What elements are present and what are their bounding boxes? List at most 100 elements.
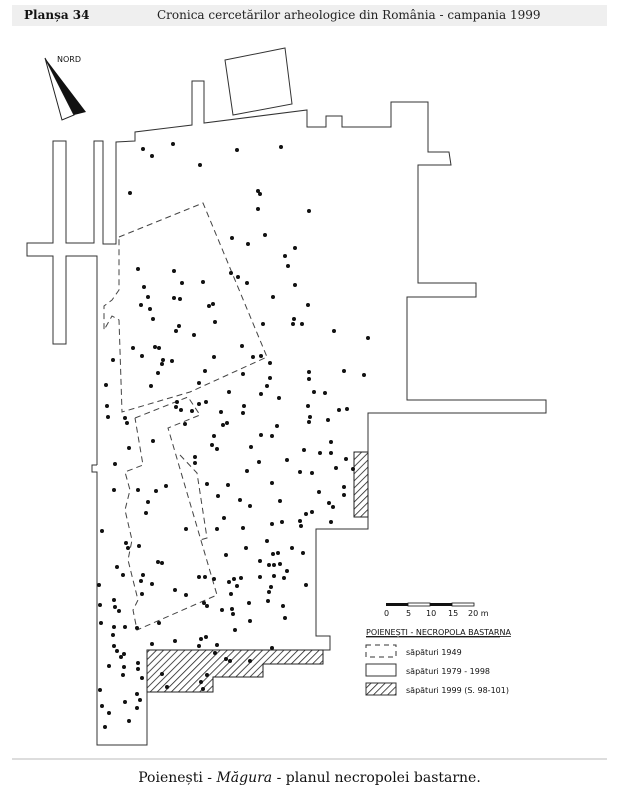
grave-marker — [263, 233, 267, 237]
grave-marker — [256, 189, 260, 193]
grave-marker — [203, 369, 207, 373]
grave-marker — [225, 421, 229, 425]
grave-marker — [151, 439, 155, 443]
grave-marker — [111, 633, 115, 637]
grave-marker — [267, 590, 271, 594]
grave-marker — [201, 280, 205, 284]
grave-marker — [160, 561, 164, 565]
grave-marker — [247, 601, 251, 605]
grave-marker — [267, 563, 271, 567]
grave-marker — [174, 329, 178, 333]
grave-marker — [366, 336, 370, 340]
grave-marker — [318, 451, 322, 455]
grave-marker — [161, 358, 165, 362]
grave-marker — [141, 147, 145, 151]
grave-marker — [332, 329, 336, 333]
grave-marker — [246, 242, 250, 246]
grave-marker — [229, 592, 233, 596]
grave-marker — [265, 539, 269, 543]
grave-marker — [293, 283, 297, 287]
grave-marker — [157, 346, 161, 350]
caption-text: - planul necropolei bastarne. — [272, 770, 481, 786]
grave-marker — [272, 563, 276, 567]
grave-marker — [270, 434, 274, 438]
grave-marker — [291, 322, 295, 326]
grave-marker — [136, 667, 140, 671]
grave-marker — [174, 405, 178, 409]
grave-marker — [160, 672, 164, 676]
grave-marker — [140, 676, 144, 680]
grave-marker — [100, 704, 104, 708]
grave-marker — [285, 569, 289, 573]
grave-marker — [233, 628, 237, 632]
grave-marker — [121, 573, 125, 577]
grave-marker — [215, 527, 219, 531]
grave-marker — [299, 524, 303, 528]
grave-marker — [119, 655, 123, 659]
grave-marker — [136, 661, 140, 665]
excavation-1979-1998-outline — [26, 80, 547, 651]
grave-marker — [258, 559, 262, 563]
grave-marker — [304, 512, 308, 516]
grave-marker — [115, 649, 119, 653]
grave-marker — [270, 481, 274, 485]
grave-marker — [344, 457, 348, 461]
grave-marker — [104, 383, 108, 387]
caption-text: Poienești - — [138, 770, 217, 786]
grave-marker — [251, 355, 255, 359]
grave-marker — [127, 446, 131, 450]
grave-marker — [266, 599, 270, 603]
grave-marker — [235, 584, 239, 588]
grave-marker — [307, 420, 311, 424]
grave-marker — [154, 489, 158, 493]
grave-marker — [337, 408, 341, 412]
grave-marker — [153, 345, 157, 349]
grave-marker — [121, 673, 125, 677]
scale-tick: 15 — [448, 609, 458, 618]
grave-marker — [197, 644, 201, 648]
legend-label: săpături 1949 — [406, 648, 462, 657]
grave-marker — [112, 644, 116, 648]
grave-marker — [230, 607, 234, 611]
grave-marker — [112, 598, 116, 602]
grave-marker — [285, 458, 289, 462]
grave-marker — [100, 529, 104, 533]
grave-marker — [212, 434, 216, 438]
grave-marker — [270, 522, 274, 526]
grave-marker — [259, 392, 263, 396]
grave-marker — [283, 254, 287, 258]
grave-marker — [256, 207, 260, 211]
grave-marker — [310, 471, 314, 475]
grave-marker — [212, 577, 216, 581]
grave-marker — [301, 551, 305, 555]
grave-marker — [190, 409, 194, 413]
grave-marker — [215, 643, 219, 647]
publication-title: Cronica cercetărilor arheologice din Rom… — [157, 8, 541, 22]
grave-marker — [265, 384, 269, 388]
grave-marker — [103, 725, 107, 729]
grave-marker — [258, 575, 262, 579]
grave-marker — [124, 541, 128, 545]
plate-number: Planșa 34 — [24, 8, 90, 22]
grave-marker — [156, 560, 160, 564]
grave-marker — [125, 421, 129, 425]
caption-site-name: Măgura — [216, 770, 273, 786]
grave-marker — [345, 407, 349, 411]
grave-marker — [178, 297, 182, 301]
grave-marker — [105, 404, 109, 408]
grave-marker — [227, 580, 231, 584]
grave-marker — [180, 281, 184, 285]
outline-left — [91, 464, 148, 746]
legend-swatch-dashed — [365, 644, 397, 658]
legend-label: săpături 1979 - 1998 — [406, 667, 490, 676]
grave-marker — [362, 373, 366, 377]
grave-marker — [310, 510, 314, 514]
grave-marker — [198, 163, 202, 167]
grave-marker — [98, 603, 102, 607]
grave-marker — [148, 307, 152, 311]
grave-marker — [242, 404, 246, 408]
grave-marker — [222, 516, 226, 520]
grave-marker — [232, 577, 236, 581]
grave-marker — [135, 706, 139, 710]
grave-marker — [278, 562, 282, 566]
